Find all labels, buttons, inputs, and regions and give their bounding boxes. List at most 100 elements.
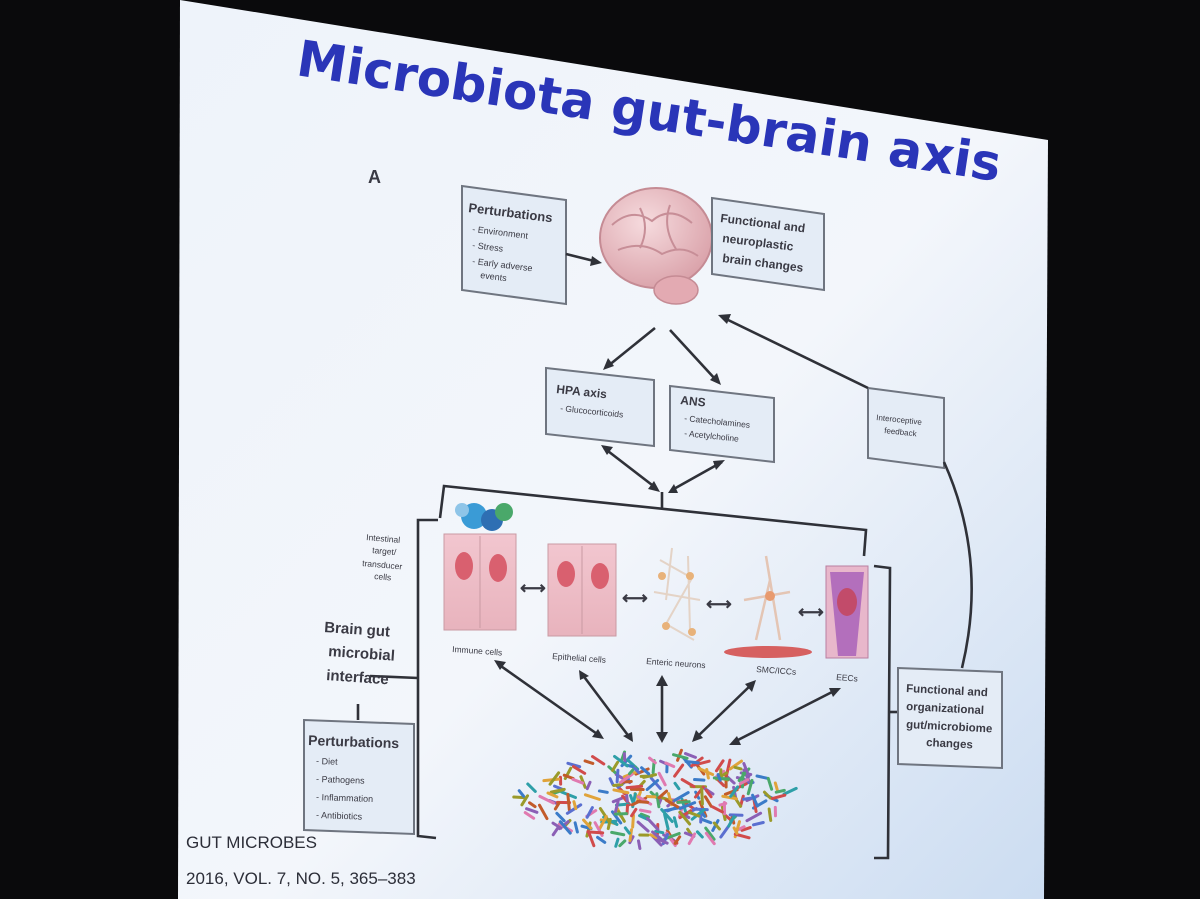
microbe	[678, 810, 692, 826]
microbe	[623, 826, 631, 835]
microbe	[549, 787, 566, 794]
microbe	[660, 808, 674, 824]
arrow-hpa-interface	[603, 446, 657, 490]
gut-changes-line: gut/microbiome	[906, 719, 993, 735]
microbe	[729, 785, 740, 798]
microbe	[649, 833, 658, 840]
cell-label-immune: Immune cells	[452, 644, 503, 657]
microbe	[721, 794, 738, 801]
microbe	[636, 839, 642, 850]
microbe	[678, 801, 697, 810]
microbe	[586, 829, 596, 848]
microbe	[590, 755, 606, 766]
microbe	[703, 795, 713, 808]
microbe	[727, 815, 736, 828]
interface-line: interface	[326, 667, 390, 688]
perturbations-top-box: Perturbations - Environment - Stress - E…	[461, 184, 567, 306]
microbe	[700, 817, 713, 825]
microbe	[517, 789, 526, 798]
microbe	[656, 837, 669, 845]
microbe	[613, 800, 620, 816]
interface-line: Brain gut	[324, 619, 391, 641]
microbe	[528, 801, 537, 809]
microbe	[625, 803, 630, 816]
microbe	[704, 831, 716, 846]
double-arrow: ⟷	[520, 578, 546, 598]
microbe	[610, 830, 626, 837]
citation-journal: GUT MICROBES	[186, 833, 317, 852]
arrow-brain-to-hpa	[607, 326, 656, 368]
microbe	[585, 780, 592, 791]
microbe	[657, 789, 669, 800]
projection-screen	[178, 0, 1048, 899]
microbe	[736, 825, 746, 832]
microbe	[639, 812, 651, 819]
arrow-interoceptive-to-brain	[723, 316, 869, 390]
microbe	[582, 818, 593, 830]
microbe	[648, 756, 657, 765]
target-cells-line: target/	[372, 545, 398, 557]
microbe	[646, 816, 660, 831]
microbe	[745, 811, 763, 823]
microbe	[571, 765, 587, 775]
microbe	[546, 791, 559, 799]
interoceptive-line: feedback	[884, 426, 918, 438]
microbe	[612, 783, 624, 787]
microbe	[526, 782, 537, 793]
microbe	[714, 759, 725, 773]
microbe	[683, 752, 697, 759]
microbe	[624, 792, 629, 803]
microbe	[586, 830, 605, 835]
perturbations-bottom-item: - Pathogens	[316, 774, 365, 786]
microbe	[583, 759, 595, 765]
hpa-title: HPA axis	[556, 382, 608, 401]
target-cells-line: cells	[374, 571, 392, 582]
gut-changes-line: Functional and	[906, 683, 988, 699]
microbe	[782, 786, 798, 796]
microbe	[704, 826, 716, 841]
perturbations-bottom-title: Perturbations	[308, 732, 400, 751]
microbe	[664, 761, 676, 769]
microbe	[597, 814, 608, 831]
microbe	[700, 787, 704, 806]
perturbations-bottom-item: - Inflammation	[316, 792, 373, 804]
microbe	[585, 806, 594, 819]
cell-label-eecs: EECs	[836, 672, 858, 683]
microbe	[704, 788, 713, 799]
microbe	[606, 817, 612, 831]
microbe	[645, 778, 660, 791]
hpa-axis-box: HPA axis - Glucocorticoids	[545, 366, 655, 448]
microbe	[618, 839, 627, 848]
microbe	[654, 829, 665, 835]
microbe	[612, 788, 630, 795]
microbe	[695, 830, 704, 839]
microbe	[746, 778, 754, 796]
microbe	[728, 759, 743, 771]
microbe	[596, 835, 607, 844]
microbe	[631, 813, 635, 829]
microbe	[755, 774, 769, 780]
microbe	[537, 803, 549, 821]
microbe	[525, 807, 539, 814]
gut-changes-line: organizational	[906, 701, 984, 717]
microbe	[635, 799, 650, 804]
microbe	[773, 781, 779, 792]
microbe	[716, 773, 722, 782]
microbe	[608, 777, 615, 787]
microbe	[625, 784, 644, 790]
cell-label-epithelial: Epithelial cells	[552, 651, 606, 665]
gut-changes-line: changes	[926, 737, 973, 751]
line-gut-changes-to-feedback	[942, 461, 973, 669]
microbe	[573, 821, 579, 834]
microbe	[583, 793, 601, 801]
arrow-brain-to-ans	[669, 329, 717, 381]
microbe	[673, 763, 685, 778]
microbe	[553, 801, 561, 811]
microbe	[638, 808, 652, 814]
microbe	[712, 776, 731, 781]
microbe	[566, 792, 571, 812]
microbe	[615, 768, 620, 784]
microbe	[611, 760, 620, 772]
ans-box: ANS - Catecholamines - Acetylcholine	[669, 384, 775, 464]
